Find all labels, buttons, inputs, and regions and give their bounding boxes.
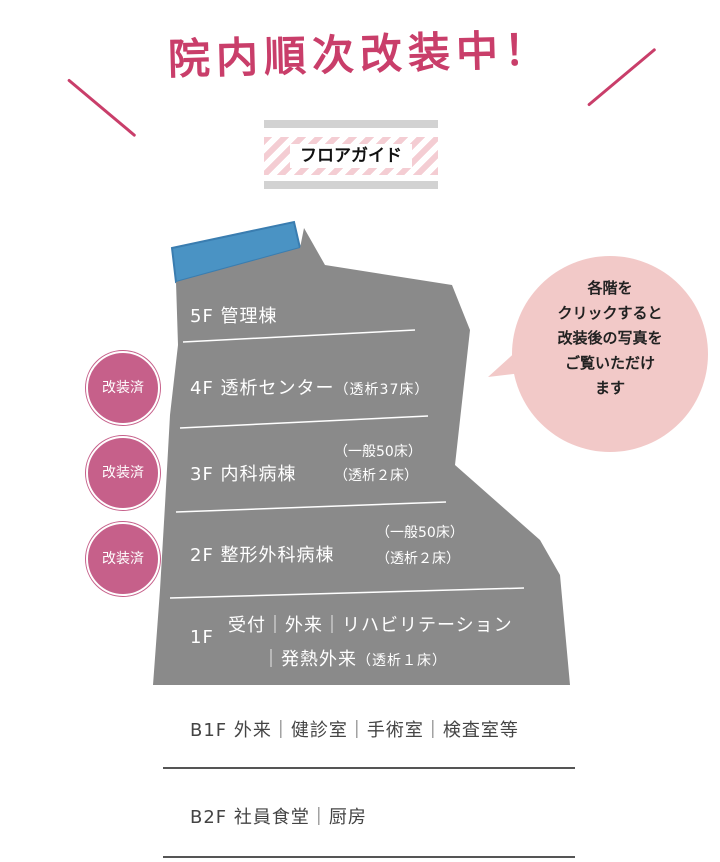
instruction-line-2: クリックすると <box>557 304 663 322</box>
floor-3-beds-general: （一般50床） <box>334 444 422 460</box>
floor-divider-2-1 <box>169 587 525 599</box>
floor-3-label: 3F 内科病棟 <box>190 464 297 485</box>
instruction-line-3: 改装後の写真を <box>557 329 663 347</box>
floor-divider-4-3 <box>179 415 429 429</box>
renovated-badge-3f: 改装済 <box>86 436 160 510</box>
instruction-text: 各階を クリックすると 改装後の写真を ご覧いただけ ます <box>512 276 708 401</box>
instruction-bubble <box>512 256 708 452</box>
floor-divider-5-4 <box>182 329 416 343</box>
floor-2-label: 2F 整形外科病棟 <box>190 545 335 566</box>
floor-5-label: 5F 管理棟 <box>190 306 278 327</box>
floor-1-beds: （透析１床） <box>357 653 447 669</box>
renovated-badge-4f: 改装済 <box>86 351 160 425</box>
instruction-line-4: ご覧いただけ <box>564 354 655 372</box>
floor-1-fever-clinic: ｜発熱外来 <box>262 649 357 670</box>
basement-divider-2 <box>163 856 575 858</box>
floor-1-line2: ｜発熱外来（透析１床） <box>262 645 447 671</box>
basement-divider-1 <box>163 767 575 769</box>
floor-4-beds: （透析37床） <box>334 382 430 398</box>
floor-5-link[interactable]: 5F 管理棟 <box>190 302 278 328</box>
floor-b1-label: B1F 外来｜健診室｜手術室｜検査室等 <box>190 720 519 741</box>
building-shape <box>153 228 570 685</box>
floor-2-beds-dialysis: （透析２床） <box>376 551 460 567</box>
floor-2-beds-general: （一般50床） <box>376 525 464 541</box>
floor-3-beds-dialysis: （透析２床） <box>334 468 418 484</box>
floor-2-link[interactable]: 2F 整形外科病棟 <box>190 541 335 567</box>
renovated-badge-2f: 改装済 <box>86 522 160 596</box>
floor-b2-label: B2F 社員食堂｜厨房 <box>190 807 367 828</box>
floor-1-line1: 受付｜外来｜リハビリテーション <box>228 615 513 636</box>
floor-4-label: 4F 透析センター <box>190 378 335 399</box>
floor-guide-label: フロアガイド <box>290 144 412 168</box>
floor-1-link[interactable]: 1F <box>190 627 214 648</box>
floor-guide-heading: フロアガイド <box>264 137 438 175</box>
floor-4-link[interactable]: 4F 透析センター（透析37床） <box>190 374 429 400</box>
floor-3-link[interactable]: 3F 内科病棟 <box>190 460 297 486</box>
instruction-line-1: 各階を <box>587 279 633 297</box>
instruction-line-5: ます <box>594 379 625 397</box>
floor-1-number: 1F <box>190 627 214 648</box>
guide-bar-top <box>264 120 438 128</box>
guide-bar-bottom <box>264 181 438 189</box>
floor-divider-3-2 <box>175 501 447 513</box>
